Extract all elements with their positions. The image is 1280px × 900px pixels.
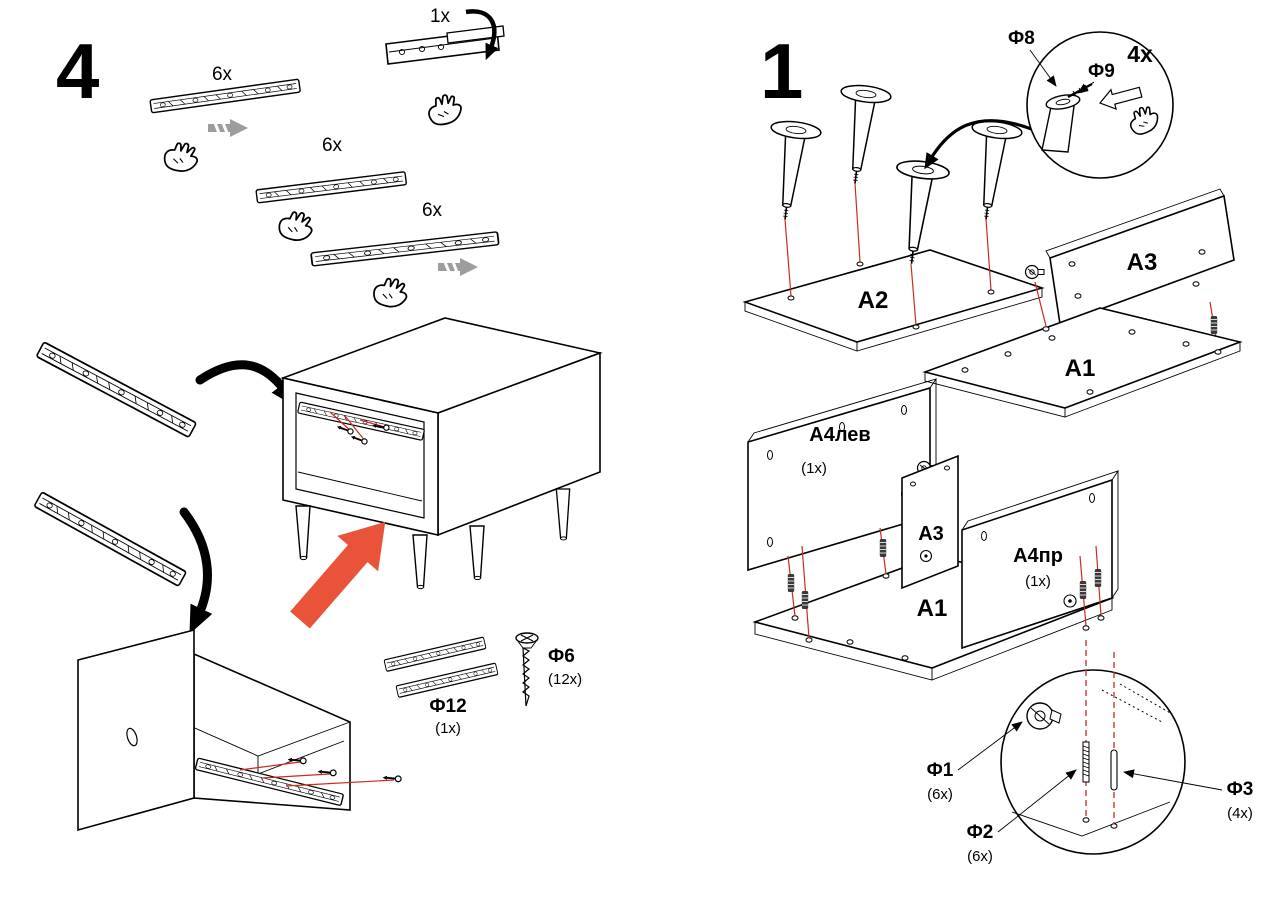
f8-label: Ф8 bbox=[1008, 28, 1035, 49]
f6-label: Ф6 bbox=[548, 646, 575, 667]
magnifier-leader-arrow bbox=[924, 119, 1035, 170]
curved-arrow-to-drawer bbox=[179, 507, 213, 635]
loose-slide-rail-a bbox=[35, 341, 198, 439]
panel-a1-top-label: A1 bbox=[1065, 355, 1096, 382]
hand-icon bbox=[371, 274, 410, 311]
slide-inner-member bbox=[446, 25, 505, 44]
cam-lock-icon bbox=[1024, 264, 1045, 280]
panel-a1-bottom-label: A1 bbox=[917, 595, 948, 622]
dowel-icon bbox=[879, 538, 887, 558]
drawer-box bbox=[77, 628, 403, 832]
f2-qty: (6x) bbox=[967, 848, 993, 865]
slide-closeup-detail: 1x bbox=[385, 6, 505, 129]
cam-lock-closeup bbox=[1026, 702, 1062, 730]
dowel-icon bbox=[1094, 568, 1102, 588]
cabinet-leg bbox=[412, 534, 428, 590]
leg-mount-detail-circle: 4x Ф8 Ф9 bbox=[924, 28, 1174, 179]
curved-arrow-to-cabinet bbox=[195, 360, 298, 409]
f1-label: Ф1 bbox=[927, 760, 954, 781]
panel-a4-left-label: А4лев bbox=[809, 424, 870, 446]
cabinet-leg bbox=[295, 505, 311, 561]
panel-a2: A2 bbox=[742, 249, 1045, 352]
f3-label: Ф3 bbox=[1227, 779, 1254, 800]
euro-screw-closeup bbox=[1082, 741, 1090, 783]
loose-slide-rail-b bbox=[33, 491, 188, 588]
step-4-number: 4 bbox=[56, 27, 99, 115]
slide-pair-f12: Ф12 (1x) bbox=[383, 636, 499, 737]
furniture-leg bbox=[759, 118, 823, 224]
pin-closeup bbox=[1110, 749, 1118, 791]
rail-bottom-qty: 6x bbox=[422, 200, 443, 221]
step-1-number: 1 bbox=[760, 27, 803, 115]
drawer-handle-hole bbox=[126, 727, 138, 747]
fastener-labels: Ф1 (6x) Ф2 (6x) Ф3 (4x) bbox=[927, 721, 1254, 865]
panel-a4-left-qty: (1x) bbox=[801, 460, 827, 477]
dowel-icon bbox=[1079, 580, 1087, 600]
panel-a3-mid-label: A3 bbox=[918, 523, 944, 545]
screw-f6: Ф6 (12x) bbox=[515, 632, 582, 707]
slide-rail bbox=[395, 662, 499, 699]
panel-a1-top: A1 bbox=[922, 307, 1243, 418]
panel-a4-right-qty: (1x) bbox=[1025, 573, 1051, 590]
hand-icon bbox=[162, 139, 201, 175]
cabinet-body bbox=[280, 317, 603, 590]
drawer-front-panel bbox=[77, 628, 195, 832]
f12-label: Ф12 bbox=[429, 696, 466, 717]
detail-qty: 1x bbox=[430, 6, 451, 27]
cabinet-leg bbox=[469, 525, 485, 581]
dowel-icon bbox=[1210, 315, 1218, 335]
hand-icon bbox=[276, 207, 316, 245]
f6-qty: (12x) bbox=[548, 671, 582, 688]
panel-a3-mid: A3 bbox=[901, 454, 959, 590]
panel-a4-right-label: А4пр bbox=[1013, 545, 1063, 567]
drawer-slide-rail-bottom bbox=[310, 230, 500, 267]
dowel-icon bbox=[787, 573, 795, 593]
legs-detail-qty: 4x bbox=[1127, 41, 1153, 67]
panel-a3-top-label: A3 bbox=[1127, 249, 1158, 276]
panel-a4-right: А4пр (1x) bbox=[961, 470, 1120, 650]
f9-label: Ф9 bbox=[1088, 61, 1115, 82]
drawer-slide-rail-mid bbox=[255, 171, 408, 204]
cabinet-leg bbox=[555, 488, 571, 541]
furniture-leg bbox=[960, 118, 1024, 224]
insert-arrow-icon bbox=[436, 256, 480, 278]
f12-qty: (1x) bbox=[435, 720, 461, 737]
dowel-connections bbox=[787, 527, 1105, 639]
step-4-section: 4 6x 6x 6x 1x bbox=[33, 6, 603, 832]
f3-qty: (4x) bbox=[1227, 805, 1253, 822]
slide-rail bbox=[383, 636, 487, 673]
furniture-leg bbox=[829, 82, 893, 188]
furniture-leg bbox=[884, 157, 951, 268]
f2-label: Ф2 bbox=[967, 822, 994, 843]
hand-icon bbox=[424, 91, 465, 129]
rotate-arrow-icon bbox=[465, 9, 499, 61]
rail-top-qty: 6x bbox=[212, 64, 233, 85]
rail-mid-qty: 6x bbox=[322, 135, 343, 156]
dowel-icon bbox=[801, 590, 809, 610]
panel-a2-label: A2 bbox=[858, 287, 889, 314]
insert-arrow-icon bbox=[206, 117, 250, 139]
step-1-section: 1 A2 bbox=[742, 27, 1254, 865]
f1-qty: (6x) bbox=[927, 786, 953, 803]
panel-a3-top: A3 bbox=[1045, 188, 1235, 326]
insert-drawer-red-arrow bbox=[290, 521, 386, 629]
push-arrow-icon bbox=[1099, 86, 1143, 111]
fastener-detail-circle bbox=[1000, 640, 1186, 855]
